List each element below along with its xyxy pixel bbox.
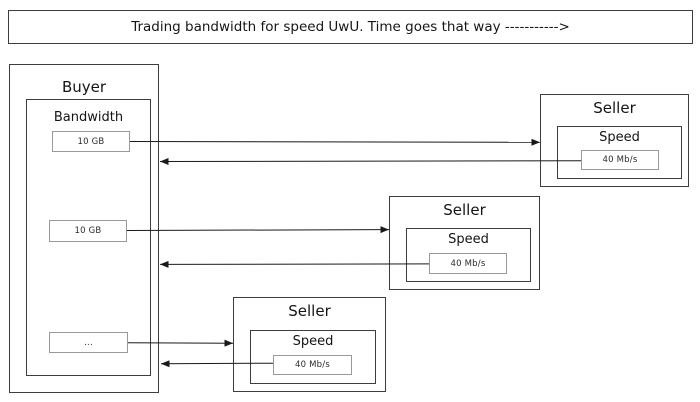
buyer-label: Buyer [61,78,107,96]
seller-1-speed-label: Speed [599,130,640,145]
diagram-title: Trading bandwidth for speed UwU. Time go… [131,19,570,35]
seller-3-speed-value: 40 Mb/s [273,355,352,375]
bandwidth-item-3: ... [49,332,128,353]
arrow-bandwidth-2-to-seller-2 [126,226,390,234]
title-banner: Trading bandwidth for speed UwU. Time go… [8,10,693,44]
bandwidth-item-2: 10 GB [49,220,127,242]
seller-1-speed-value: 40 Mb/s [581,150,659,170]
seller-2-speed-value: 40 Mb/s [429,253,507,274]
arrow-bandwidth-1-to-seller-1 [129,138,541,146]
arrow-seller-1-to-buyer [159,157,582,165]
bandwidth-label: Bandwidth [53,110,124,125]
seller-3-speed-label: Speed [292,334,334,349]
bandwidth-group-box: Bandwidth [26,99,151,376]
seller-1-label: Seller [593,99,636,117]
seller-3-label: Seller [288,302,331,320]
bandwidth-item-1: 10 GB [52,131,130,152]
seller-2-speed-label: Speed [448,232,489,247]
seller-2-label: Seller [443,201,486,219]
